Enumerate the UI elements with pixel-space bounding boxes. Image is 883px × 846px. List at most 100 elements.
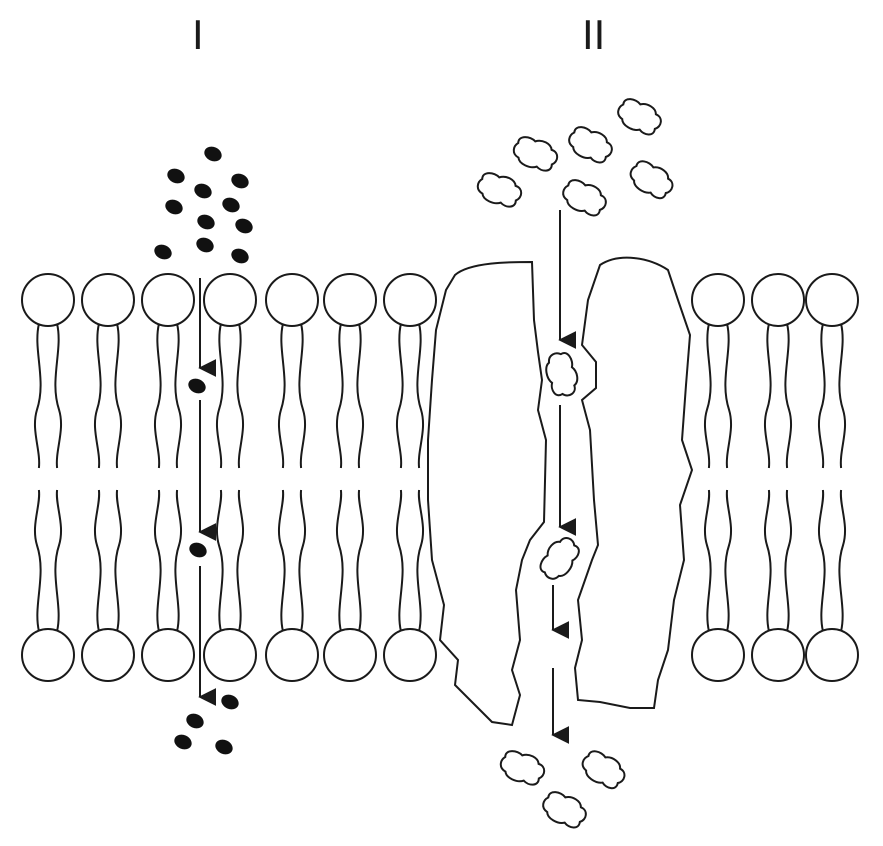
lipid-tail [356,323,365,469]
lipid-molecule [203,273,257,682]
lipid-molecule [691,273,745,682]
large-molecule [476,172,523,208]
lipid-tail [114,323,123,469]
lipid-tail [153,489,162,632]
lipid-tail [395,489,404,632]
lipid-tail [236,489,245,632]
small-molecule [221,694,239,710]
lipid-molecule [141,273,195,682]
lipid-head [21,628,75,682]
lipid-head [383,628,437,682]
lipid-tail [277,489,286,632]
lipid-head [81,273,135,327]
large-molecules [476,98,674,829]
lipid-tail [93,323,102,469]
small-molecule [231,173,249,189]
large-molecule [629,160,674,200]
large-molecule [512,136,559,172]
lipid-tail [298,489,307,632]
small-molecule [204,146,222,162]
lipid-tail [215,489,224,632]
lipid-molecule [81,273,135,682]
lipid-tail [54,323,63,469]
small-molecule [189,542,207,558]
lipid-tail [174,489,183,632]
lipid-tail [33,489,42,632]
lipid-tail [356,489,365,632]
lipid-tail [703,489,712,632]
large-molecule [545,352,579,397]
small-molecule [167,168,185,184]
lipid-head [805,628,859,682]
channel-protein-left-half [427,260,548,727]
lipid-molecule [265,273,319,682]
lipid-head [81,628,135,682]
large-molecule [539,537,580,580]
large-molecule [499,750,546,786]
small-molecules [154,146,253,755]
panel-label-I: I [192,11,204,58]
lipid-molecule [21,273,75,682]
lipid-tail [335,489,344,632]
panel-label-II: II [582,11,606,58]
lipid-head [203,273,257,327]
lipid-tail [416,489,425,632]
lipid-tail [784,323,793,469]
lipid-tail [33,323,42,469]
lipid-bilayer-left [21,273,437,682]
small-molecule [235,218,253,234]
large-molecule [568,126,613,164]
large-molecule [617,98,662,136]
lipid-tail [416,323,425,469]
lipid-tail [277,323,286,469]
lipid-tail [784,489,793,632]
lipid-head [805,273,859,327]
lipid-tail [703,323,712,469]
lipid-tail [54,489,63,632]
large-molecule [562,179,607,217]
lipid-tail [153,323,162,469]
lipid-molecule [751,273,805,682]
lipid-tail [817,323,826,469]
lipid-tail [817,489,826,632]
lipid-tail [236,323,245,469]
small-molecule [186,713,204,729]
small-molecule [188,378,206,394]
lipid-head [265,628,319,682]
small-molecule [196,237,214,253]
small-molecule [222,197,240,213]
small-molecule [154,244,172,260]
lipid-tail [838,323,847,469]
small-molecule [194,183,212,199]
lipid-head [323,628,377,682]
lipid-head [141,628,195,682]
lipid-head [141,273,195,327]
lipid-tail [724,323,733,469]
channel-protein [427,256,694,727]
lipid-tail [763,323,772,469]
small-molecule [231,248,249,264]
lipid-head [751,273,805,327]
lipid-tail [724,489,733,632]
lipid-tail [174,323,183,469]
channel-protein-right-half [573,256,694,709]
lipid-head [751,628,805,682]
lipid-tail [93,489,102,632]
lipid-tail [838,489,847,632]
lipid-tail [763,489,772,632]
lipid-tail [298,323,307,469]
small-molecule [215,739,233,755]
lipid-tail [215,323,224,469]
small-molecule [174,734,192,750]
lipid-head [265,273,319,327]
large-molecule [581,750,626,790]
lipid-bilayer-right [691,273,859,682]
lipid-head [691,628,745,682]
lipid-tail [335,323,344,469]
lipid-molecule [383,273,437,682]
lipid-head [203,628,257,682]
lipid-tail [395,323,404,469]
lipid-head [383,273,437,327]
